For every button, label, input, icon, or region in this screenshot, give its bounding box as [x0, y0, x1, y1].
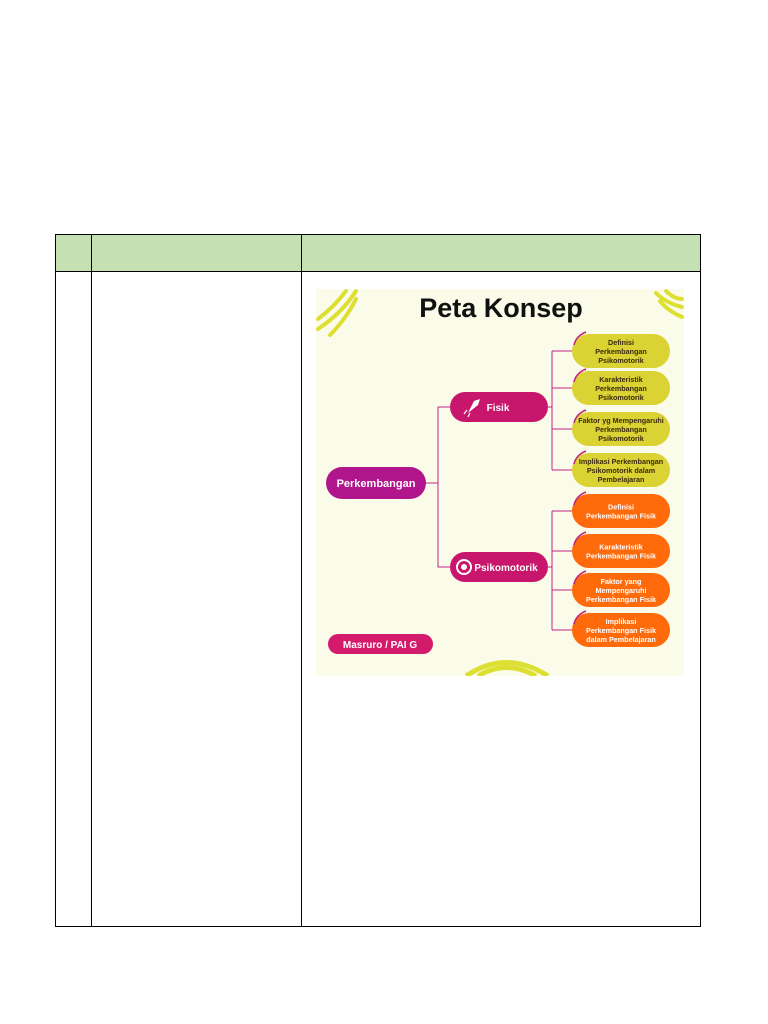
decorative-swoosh-top-right — [654, 289, 684, 319]
branch-nodes: FisikDefinisiPerkembanganPsikomotorikKar… — [450, 331, 670, 647]
leaf-text-1-3-2: dalam Pembelajaran — [586, 635, 656, 644]
concept-map-title: Peta Konsep — [419, 293, 583, 323]
root-node: Perkembangan — [326, 467, 426, 499]
leaf-text-1-1-1: Perkembangan Fisik — [586, 552, 656, 561]
header-cell-a — [91, 234, 302, 272]
leaf-text-0-2-0: Faktor yg Mempengaruhi — [578, 416, 663, 425]
leaf-text-0-2-2: Psikomotorik — [598, 434, 644, 443]
branch-connector-1 — [548, 510, 572, 631]
branch-node-0: Fisik — [450, 392, 548, 422]
leaf-text-1-0-0: Definisi — [608, 503, 634, 512]
leaf-text-0-3-0: Implikasi Perkembangan — [579, 457, 663, 466]
leaf-text-1-0-1: Perkembangan Fisik — [586, 512, 656, 521]
decorative-swoosh-top-left — [316, 289, 358, 337]
branch-connector-0 — [548, 350, 572, 471]
leaf-node-0-2: Faktor yg MempengaruhiPerkembanganPsikom… — [572, 409, 670, 446]
branch-node-1: Psikomotorik — [450, 552, 548, 582]
target-icon — [456, 559, 472, 575]
leaf-text-0-0-2: Psikomotorik — [598, 356, 644, 365]
leaf-text-1-2-0: Faktor yang — [601, 577, 642, 586]
leaf-text-0-0-0: Definisi — [608, 338, 634, 347]
header-cell-no — [55, 234, 92, 272]
leaf-text-0-0-1: Perkembangan — [595, 347, 647, 356]
leaf-text-1-3-1: Perkembangan Fisik — [586, 626, 656, 635]
credit-label: Masruro / PAI G — [343, 640, 417, 651]
decorative-swoosh-bottom — [464, 660, 550, 676]
leaf-text-0-1-0: Karakteristik — [599, 375, 643, 384]
header-cell-b — [301, 234, 701, 272]
leaf-text-0-3-1: Psikomotorik dalam — [587, 466, 655, 475]
leaf-text-1-2-1: Mempengaruhi — [595, 586, 646, 595]
leaf-text-0-1-2: Psikomotorik — [598, 393, 644, 402]
branch-label-0: Fisik — [487, 403, 510, 414]
root-connector — [426, 406, 450, 568]
leaf-text-0-3-2: Pembelajaran — [598, 475, 645, 484]
leaf-text-1-2-2: Perkembangan Fisik — [586, 595, 656, 604]
leaf-text-0-1-1: Perkembangan — [595, 384, 647, 393]
root-label: Perkembangan — [337, 478, 416, 490]
connector-lines — [426, 350, 572, 631]
credit-badge: Masruro / PAI G — [328, 634, 433, 654]
concept-map-svg: Peta Konsep Perkembangan FisikDefinisiPe… — [316, 289, 684, 676]
leaf-text-0-2-1: Perkembangan — [595, 425, 647, 434]
table-header-row — [55, 234, 701, 272]
body-cell-a — [91, 271, 302, 927]
leaf-text-1-1-0: Karakteristik — [599, 543, 643, 552]
rocket-icon — [463, 399, 480, 418]
leaf-text-1-3-0: Implikasi — [606, 617, 637, 626]
branch-label-1: Psikomotorik — [474, 563, 538, 574]
body-cell-no — [55, 271, 92, 927]
